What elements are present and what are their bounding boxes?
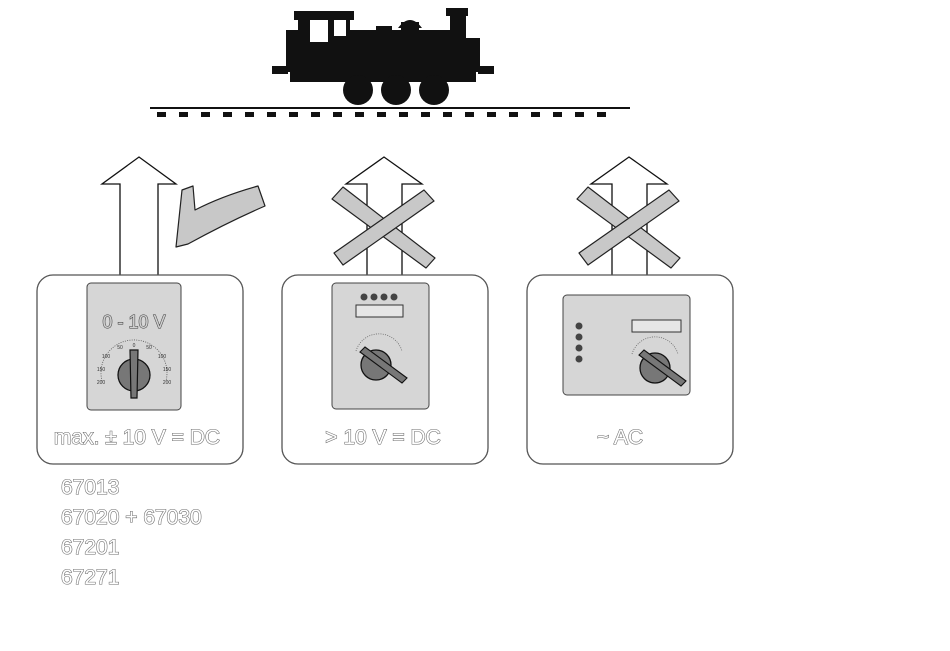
part-number: 67013 <box>61 476 119 499</box>
track-sleeper <box>377 112 386 117</box>
track-sleeper <box>201 112 210 117</box>
track-sleeper <box>311 112 320 117</box>
panel-voltage-label: ~ AC <box>597 426 643 449</box>
display-window <box>356 305 403 317</box>
power-supply-device <box>332 283 429 409</box>
track <box>150 108 630 117</box>
panel-dc-over-10v: > 10 V = DC <box>282 157 488 464</box>
track-sleeper <box>399 112 408 117</box>
panel-ac: ~ AC <box>527 157 733 464</box>
track-sleeper <box>553 112 562 117</box>
panel-dc-0-10v: 0 - 10 V 0 50 50 100 100 150 150 200 200… <box>37 157 265 464</box>
track-sleeper <box>289 112 298 117</box>
scale-label-100-right: 100 <box>158 354 167 360</box>
track-sleeper <box>443 112 452 117</box>
part-number: 67201 <box>61 536 119 559</box>
track-sleeper <box>355 112 364 117</box>
panel-voltage-label: > 10 V = DC <box>325 426 441 449</box>
track-sleeper <box>509 112 518 117</box>
track-sleeper <box>421 112 430 117</box>
check-mark-icon <box>176 186 265 247</box>
part-number: 67271 <box>61 566 119 589</box>
track-sleeper <box>245 112 254 117</box>
track-sleeper <box>223 112 232 117</box>
track-sleeper <box>575 112 584 117</box>
scale-label-150-right: 150 <box>163 367 172 373</box>
scale-label-150-left: 150 <box>97 367 106 373</box>
locomotive-icon <box>272 8 494 105</box>
track-sleeper <box>487 112 496 117</box>
track-sleeper <box>531 112 540 117</box>
track-sleeper <box>333 112 342 117</box>
scale-label-200-right: 200 <box>163 380 172 386</box>
track-sleeper <box>465 112 474 117</box>
meter-voltage-label: 0 - 10 V <box>102 312 165 332</box>
track-sleeper <box>179 112 188 117</box>
scale-label-50-left: 50 <box>117 345 123 351</box>
scale-label-50-right: 50 <box>146 345 152 351</box>
analog-meter-device: 0 - 10 V 0 50 50 100 100 150 150 200 200 <box>87 283 181 410</box>
display-window <box>632 320 681 332</box>
part-number: 67020 + 67030 <box>61 506 202 529</box>
transformer-device <box>563 295 690 395</box>
track-sleeper <box>157 112 166 117</box>
panel-voltage-label: max. ± 10 V = DC <box>54 426 220 449</box>
part-number-list: 67013 67020 + 67030 67201 67271 <box>61 476 202 589</box>
scale-label-100-left: 100 <box>102 354 111 360</box>
scale-label-0: 0 <box>133 343 136 349</box>
track-sleeper <box>267 112 276 117</box>
scale-label-200-left: 200 <box>97 380 106 386</box>
up-arrow-icon <box>102 157 176 275</box>
track-sleeper <box>597 112 606 117</box>
